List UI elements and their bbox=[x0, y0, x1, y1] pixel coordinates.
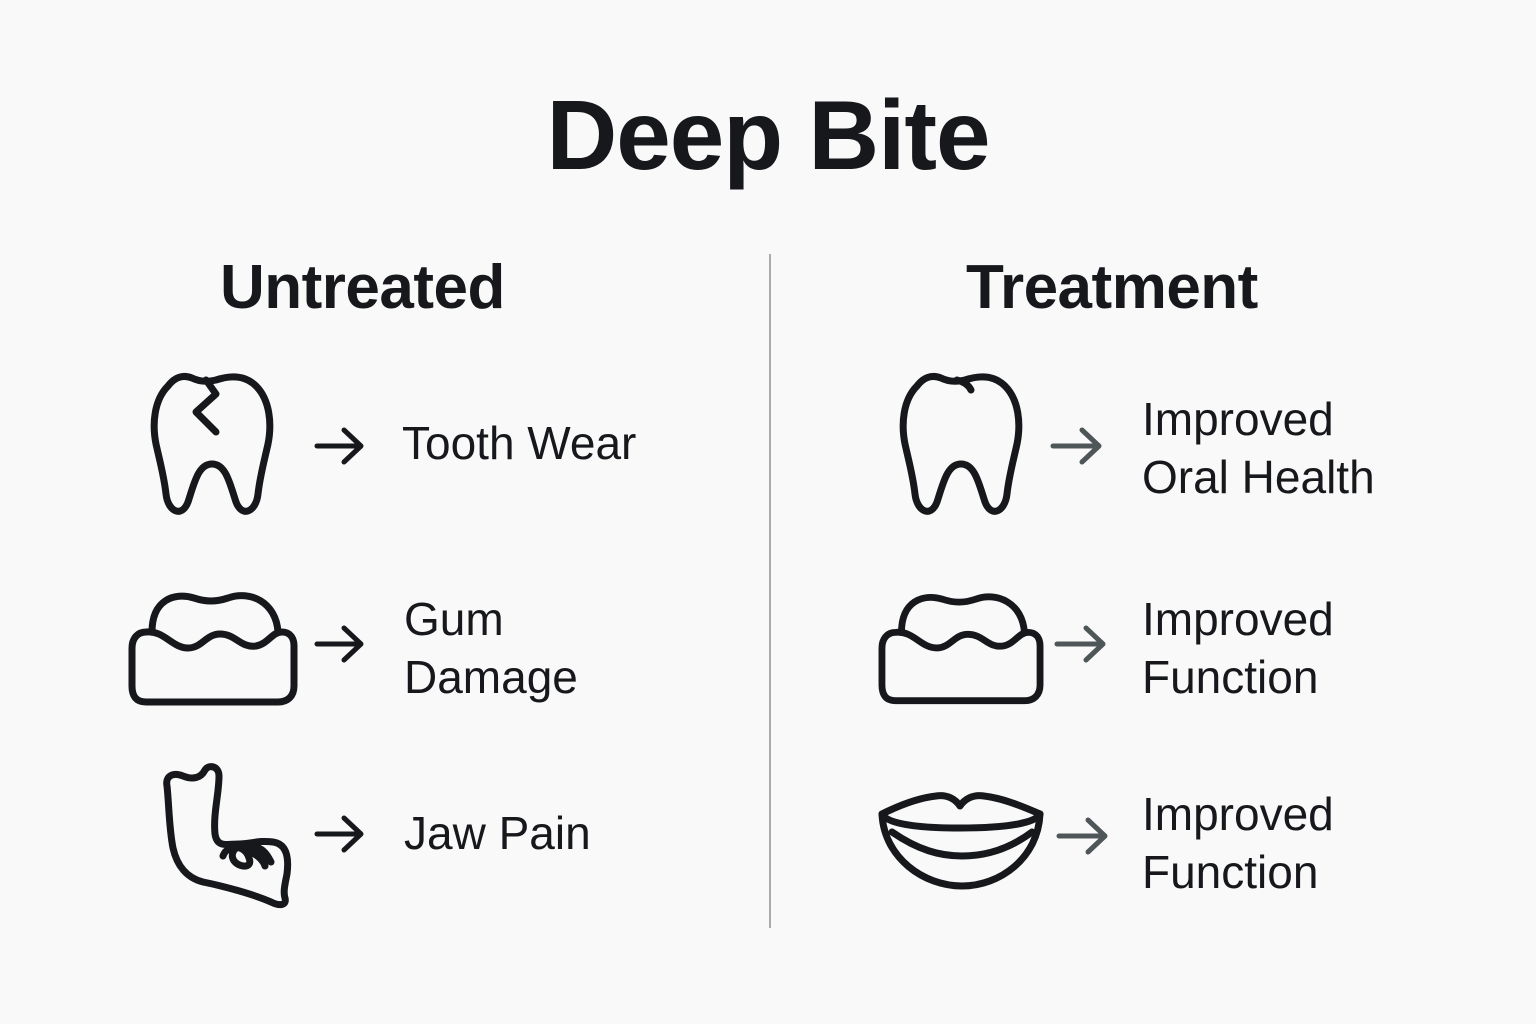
untreated-heading: Untreated bbox=[220, 253, 505, 322]
arrow-right-icon bbox=[1054, 624, 1108, 664]
item-label: Jaw Pain bbox=[404, 807, 591, 859]
column-divider bbox=[769, 254, 771, 928]
arrow-right-icon bbox=[314, 426, 366, 466]
item-label: Improved Function bbox=[1142, 788, 1334, 898]
arrow-right-icon bbox=[1056, 816, 1110, 856]
arrow-right-icon bbox=[314, 814, 366, 854]
healthy-tooth-icon bbox=[899, 372, 1023, 518]
item-label: Tooth Wear bbox=[402, 417, 637, 469]
jaw-icon bbox=[163, 763, 293, 909]
item-label: Gum Damage bbox=[404, 593, 578, 703]
lips-icon bbox=[878, 792, 1044, 890]
gum-icon bbox=[128, 590, 298, 706]
item-label: Improved Oral Health bbox=[1142, 393, 1375, 503]
page-title: Deep Bite bbox=[546, 80, 990, 190]
item-label: Improved Function bbox=[1142, 593, 1334, 703]
arrow-right-icon bbox=[1050, 426, 1104, 466]
cracked-tooth-icon bbox=[150, 372, 274, 518]
gum-icon bbox=[878, 590, 1044, 705]
arrow-right-icon bbox=[314, 624, 366, 664]
treatment-heading: Treatment bbox=[966, 253, 1258, 322]
